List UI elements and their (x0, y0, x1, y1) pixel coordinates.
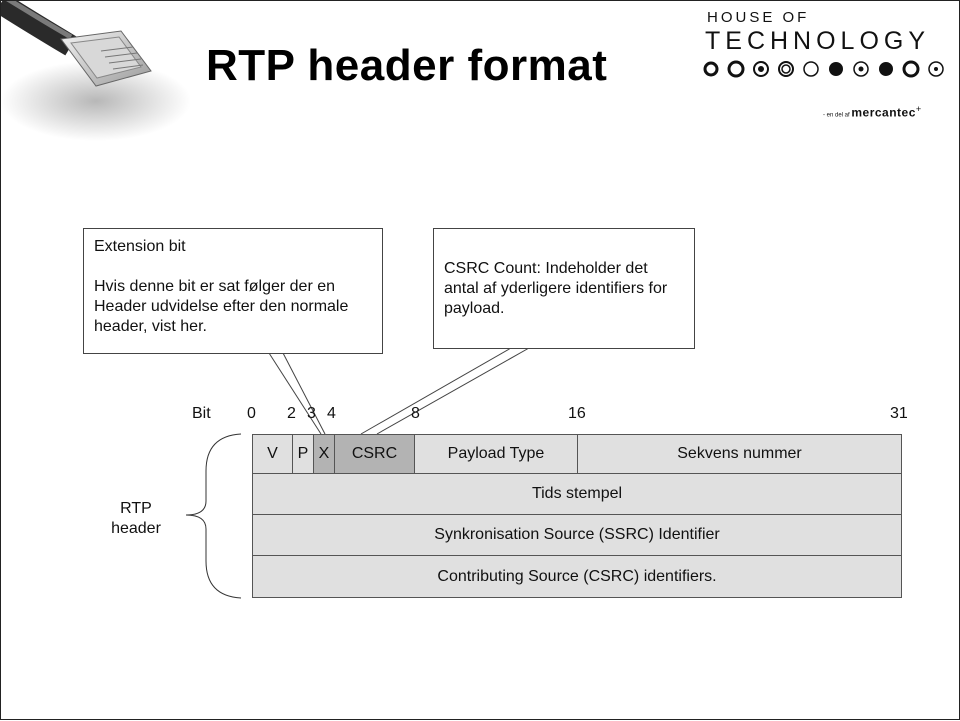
logo-tagline: - en del af mercantec+ (823, 104, 921, 120)
field-padding: P (292, 434, 314, 474)
network-cable-image (1, 1, 191, 141)
logo-brand-mark: + (915, 104, 922, 114)
logo-tagline-prefix: - en del af (823, 112, 852, 119)
bit-number: 4 (327, 405, 336, 422)
field-version: V (252, 434, 293, 474)
field-timestamp: Tids stempel (252, 473, 902, 515)
logo-line-1: HOUSE OF (707, 9, 810, 26)
extension-bit-callout: Extension bit Hvis denne bit er sat følg… (83, 228, 383, 354)
bit-number: 2 (287, 405, 296, 422)
csrc-pointer-line-1 (360, 347, 512, 435)
logo-brand: mercantec (851, 105, 916, 120)
slide-title: RTP header format (206, 41, 608, 90)
side-label-line-2: header (111, 520, 161, 537)
bit-number: 16 (568, 405, 586, 422)
rtp-header-label: RTP header (101, 499, 171, 539)
extension-pointer-line-2 (282, 352, 326, 435)
bit-number: 0 (247, 405, 256, 422)
bit-axis-label: Bit (192, 405, 211, 422)
bit-number: 3 (307, 405, 316, 422)
logo-dots-icon (703, 60, 944, 78)
bit-number: 8 (411, 405, 420, 422)
csrc-count-callout: CSRC Count: Indeholder det antal af yder… (433, 228, 695, 349)
field-csrc-identifiers: Contributing Source (CSRC) identifiers. (252, 555, 902, 598)
side-label-line-1: RTP (120, 500, 152, 517)
extension-callout-body: Hvis denne bit er sat følger der en Head… (94, 278, 349, 335)
header-brace (185, 433, 242, 599)
logo-line-2: TECHNOLOGY (705, 27, 931, 55)
extension-pointer-line-1 (268, 352, 322, 435)
field-ssrc-identifier: Synkronisation Source (SSRC) Identifier (252, 514, 902, 556)
csrc-callout-body: CSRC Count: Indeholder det antal af yder… (444, 260, 668, 317)
field-sequence-number: Sekvens nummer (577, 434, 902, 474)
field-csrc-count: CSRC (334, 434, 415, 474)
field-payload-type: Payload Type (414, 434, 578, 474)
bit-number: 31 (890, 405, 908, 422)
field-extension: X (313, 434, 335, 474)
csrc-pointer-line-2 (376, 347, 530, 435)
extension-callout-heading: Extension bit (94, 238, 186, 255)
